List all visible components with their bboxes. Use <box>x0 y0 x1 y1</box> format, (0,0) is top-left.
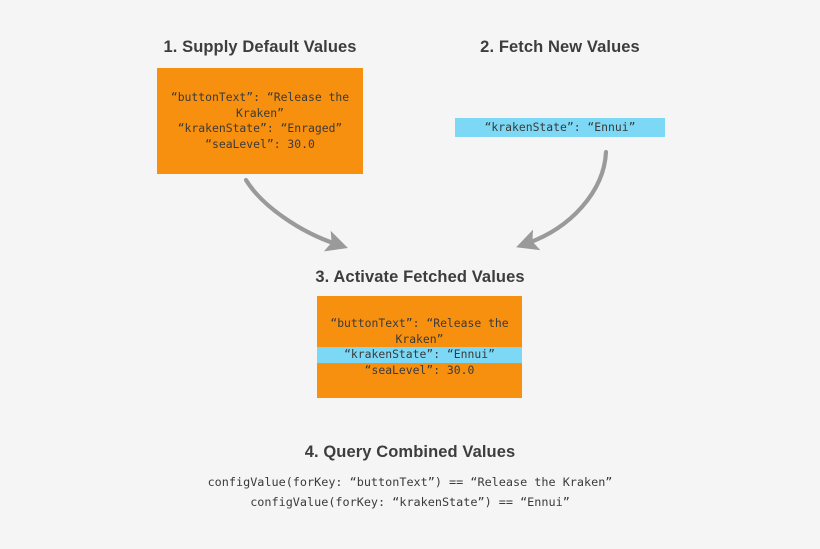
default-values-line: “seaLevel”: 30.0 <box>205 136 315 151</box>
fetched-values-box: “krakenState”: “Ennui” <box>455 118 665 137</box>
default-values-line: “buttonText”: “Release the <box>170 90 350 104</box>
step-3-title: 3. Activate Fetched Values <box>315 268 525 286</box>
activated-values-line: “buttonText”: “Release the <box>330 316 509 330</box>
arrow-fetched-to-activate <box>516 149 609 251</box>
step-2-title: 2. Fetch New Values <box>480 38 640 56</box>
activated-values-line-highlighted: “krakenState”: “Ennui” <box>317 347 522 363</box>
fetched-values-line: “krakenState”: “Ennui” <box>484 119 636 134</box>
default-values-line: “krakenState”: “Enraged” <box>177 121 343 135</box>
query-line-button-text: configValue(forKey: “buttonText”) == “Re… <box>207 475 613 489</box>
activated-values-line: “seaLevel”: 30.0 <box>364 362 475 377</box>
arrow-defaults-to-activate <box>243 177 348 252</box>
default-values-box: “buttonText”: “Release the Kraken” “krak… <box>157 68 363 174</box>
activated-values-box: “buttonText”: “Release the Kraken” “krak… <box>317 296 522 398</box>
default-values-line: Kraken” <box>235 105 284 120</box>
step-4-title: 4. Query Combined Values <box>304 443 516 461</box>
activated-values-line: Kraken” <box>395 331 444 346</box>
query-line-kraken-state: configValue(forKey: “krakenState”) == “E… <box>250 495 570 509</box>
step-1-title: 1. Supply Default Values <box>163 38 357 56</box>
